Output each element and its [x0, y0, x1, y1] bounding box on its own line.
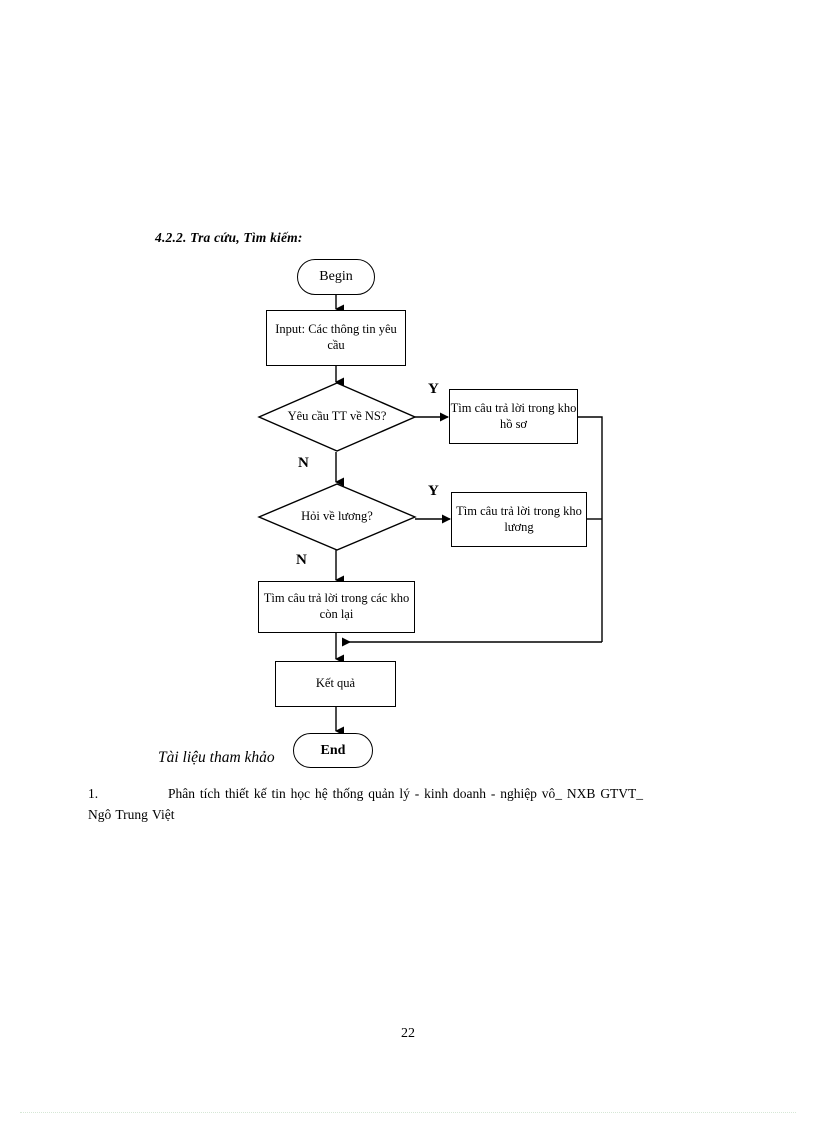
flow-node-search-others-label: Tìm câu trả lời trong các kho còn lại: [263, 591, 410, 621]
flow-node-input-label: Input: Các thông tin yêu cầu: [275, 322, 397, 352]
flow-node-search-hoso: Tìm câu trả lời trong kho hồ sơ: [449, 389, 578, 444]
reference-item: 1. Phân tích thiết kế tin học hệ thống q…: [88, 784, 748, 826]
flow-node-input: Input: Các thông tin yêu cầu: [266, 310, 406, 366]
flow-node-decision-ns: Yêu cầu TT về NS?: [257, 382, 417, 452]
flow-node-search-others: Tìm câu trả lời trong các kho còn lại: [258, 581, 415, 633]
flow-node-begin: Begin: [297, 259, 375, 295]
reference-text-line2: Ngô Trung Việt: [88, 806, 175, 822]
section-heading: 4.2.2. Tra cứu, Tìm kiếm:: [155, 230, 303, 245]
flow-node-search-luong: Tìm câu trả lời trong kho lương: [451, 492, 587, 547]
flow-node-begin-label: Begin: [319, 269, 353, 285]
branch-label-luong-yes: Y: [428, 483, 439, 499]
flow-node-end: End: [293, 733, 373, 768]
flow-node-search-luong-label: Tìm câu trả lời trong kho lương: [456, 503, 582, 534]
flow-node-decision-luong-label: Hỏi về lương?: [301, 509, 373, 524]
references-list: 1. Phân tích thiết kế tin học hệ thống q…: [88, 784, 748, 826]
branch-label-luong-no: N: [296, 552, 307, 568]
branch-label-ns-yes: Y: [428, 381, 439, 397]
flow-node-decision-luong: Hỏi về lương?: [257, 483, 417, 551]
flow-node-result: Kết quả: [275, 661, 396, 707]
reference-number: 1.: [88, 786, 99, 801]
branch-label-ns-no: N: [298, 455, 309, 471]
reference-text-line1: Phân tích thiết kế tin học hệ thống quản…: [168, 786, 644, 801]
references-heading: Tài liệu tham khảo: [158, 749, 275, 766]
reference-text: Phân tích thiết kế tin học hệ thống quản…: [88, 784, 748, 826]
page-number: 22: [401, 1026, 415, 1041]
flowchart-diagram: Begin Input: Các thông tin yêu cầu Yêu c…: [257, 259, 603, 768]
flow-node-decision-ns-label: Yêu cầu TT về NS?: [287, 409, 387, 424]
flow-node-result-label: Kết quả: [315, 676, 356, 691]
flowchart-connectors: [335, 294, 603, 736]
flow-node-end-label: End: [320, 742, 346, 758]
flow-node-search-hoso-label: Tìm câu trả lời trong kho hồ sơ: [450, 400, 577, 431]
scan-edge-artifact: [20, 1112, 796, 1114]
